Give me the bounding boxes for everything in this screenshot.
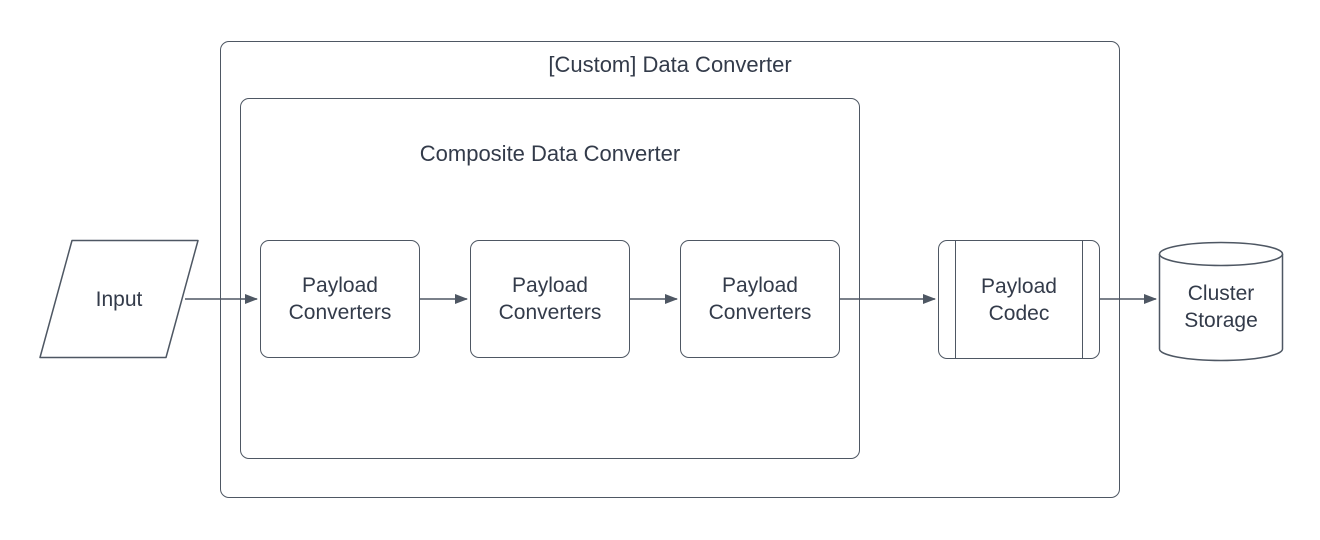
node-cluster-storage: Cluster Storage <box>1159 254 1283 360</box>
custom-data-converter-title: [Custom] Data Converter <box>548 52 792 77</box>
custom-data-converter-container: [Custom] Data Converter <box>220 41 1120 498</box>
node-payload-codec: Payload Codec <box>938 240 1100 359</box>
node-label: Payload Converters <box>288 274 392 324</box>
composite-data-converter-title: Composite Data Converter <box>419 141 681 166</box>
node-label: Cluster Storage <box>1184 282 1258 332</box>
node-label: Input <box>95 287 143 311</box>
codec-right-bar <box>1082 241 1083 358</box>
node-input: Input <box>40 240 198 358</box>
node-label: Payload Codec <box>981 274 1057 325</box>
node-payload-converters-3: Payload Converters <box>680 240 840 358</box>
composite-data-converter-container: Composite Data Converter <box>240 98 860 459</box>
codec-left-bar <box>955 241 956 358</box>
node-label: Payload Converters <box>498 274 602 324</box>
node-label: Payload Converters <box>708 274 812 324</box>
node-payload-converters-2: Payload Converters <box>470 240 630 358</box>
node-payload-converters-1: Payload Converters <box>260 240 420 358</box>
